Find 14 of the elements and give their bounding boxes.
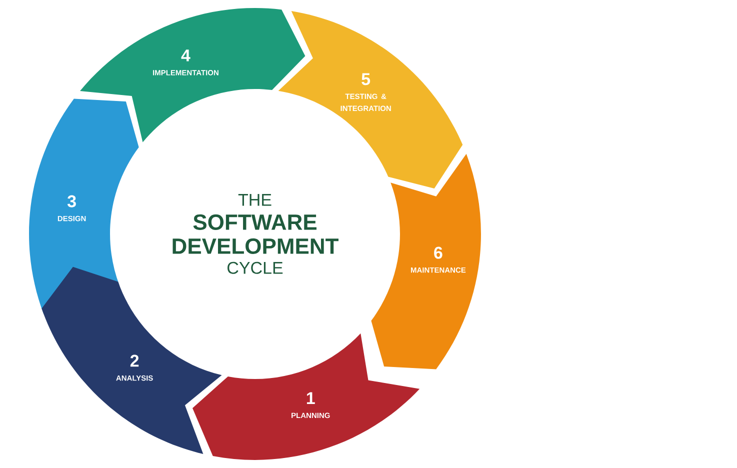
center-title-line: CYCLE xyxy=(228,262,283,274)
cycle-segment xyxy=(80,8,306,142)
step-number: 5 xyxy=(362,73,370,86)
step-number: 1 xyxy=(306,392,315,404)
step-number: 3 xyxy=(67,195,76,208)
cycle-segment xyxy=(42,266,222,454)
center-title-line: SOFTWARE DEVELOPMENT xyxy=(172,214,338,254)
step-number: 2 xyxy=(130,354,139,367)
step-number: 4 xyxy=(181,50,190,62)
cycle-segment xyxy=(371,154,481,370)
cycle-segment xyxy=(278,10,463,188)
step-number: 6 xyxy=(434,246,442,259)
center-title-line: THE xyxy=(238,194,272,206)
cycle-segment xyxy=(192,333,420,460)
